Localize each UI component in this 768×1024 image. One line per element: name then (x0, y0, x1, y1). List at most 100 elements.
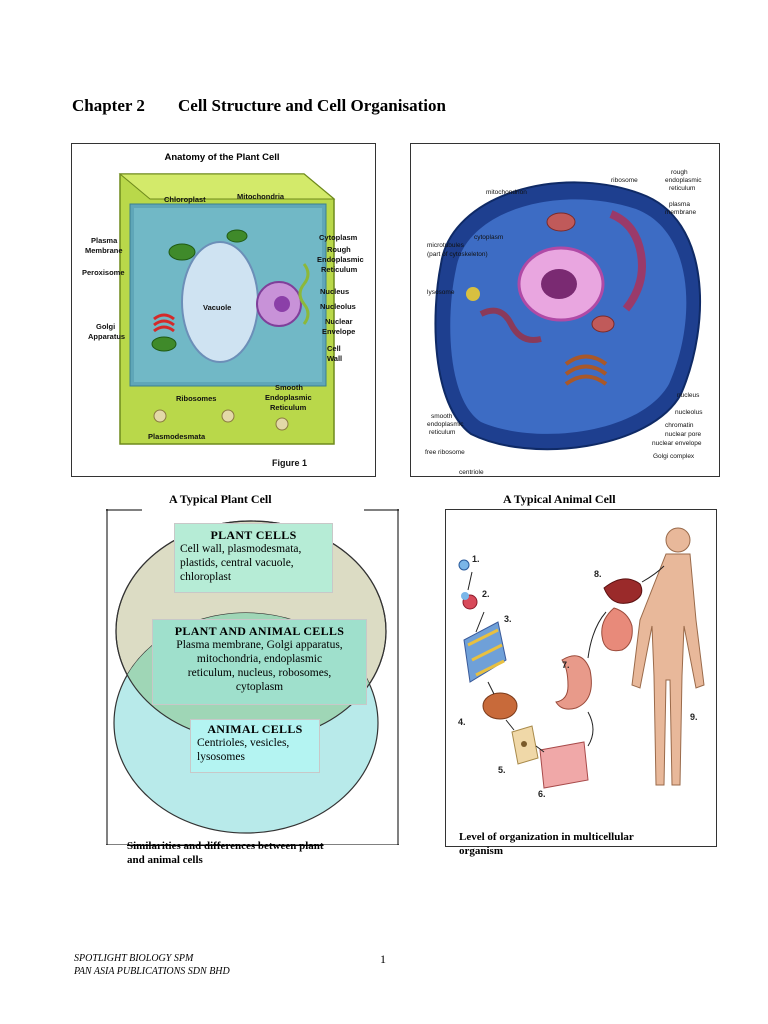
shared-cells-line-3: reticulum, nucleus, robosomes, (187, 667, 332, 679)
page-number: 1 (380, 952, 386, 966)
footer-publisher: PAN ASIA PUBLICATIONS SDN BHD (74, 966, 230, 977)
label-smooth-er-3: reticulum (429, 429, 455, 436)
level-9-label: 9. (690, 712, 698, 722)
label-cell-wall-1: Cell (327, 344, 341, 353)
macromolecule-stripes (467, 628, 505, 677)
venn-panel: PLANT CELLS Cell wall, plasmodesmata, pl… (106, 509, 399, 845)
label-vacuole: Vacuole (203, 303, 231, 312)
label-nuclear-envelope-1: Nuclear (325, 317, 353, 326)
shared-cells-heading: PLANT AND ANIMAL CELLS (174, 624, 345, 638)
footer: SPOTLIGHT BIOLOGY SPM PAN ASIA PUBLICATI… (74, 952, 230, 978)
organelle-shape (482, 692, 518, 720)
shared-cells-box: PLANT AND ANIMAL CELLS Plasma membrane, … (152, 619, 367, 705)
molecule-atom (461, 592, 469, 600)
level-4-label: 4. (458, 717, 466, 727)
label-ribosome: ribosome (611, 177, 638, 184)
venn-caption-line-2: and animal cells (127, 854, 203, 866)
label-smooth-er-2: endoplasmic (427, 421, 464, 428)
label-plasma-membrane-1: Plasma (91, 236, 118, 245)
plant-cells-line-2: plastids, central vacuole, (180, 557, 294, 569)
organization-illustration: 1. 2. 3. 4. 5. 6. 7. 8. 9. (458, 527, 705, 799)
shared-cells-line-4: cytoplasm (235, 681, 284, 693)
animal-cells-line-1: Centrioles, vesicles, (197, 737, 290, 749)
organization-caption-line-2: organism (459, 845, 503, 857)
mitochondrion-shape (591, 315, 615, 333)
level-8-label: 8. (594, 569, 602, 579)
plant-figure-title: Anatomy of the Plant Cell (164, 152, 279, 163)
venn-caption-line-1: Similarities and differences between pla… (127, 840, 324, 852)
plant-cell-caption: A Typical Plant Cell (169, 492, 272, 506)
plasmodesmata-shape (275, 417, 289, 431)
label-nucleolus: Nucleolus (320, 302, 356, 311)
label-smooth-er-2: Endoplasmic (265, 393, 312, 402)
label-nucleus: nucleus (677, 392, 700, 399)
plant-cells-line-3: chloroplast (180, 571, 232, 583)
label-microtubules-2: (part of cytoskeleton) (427, 251, 488, 258)
label-centriole: centriole (459, 469, 484, 476)
organ-shape (555, 655, 592, 710)
label-cell-wall-2: Wall (327, 354, 342, 363)
label-smooth-er-3: Reticulum (270, 403, 307, 412)
rough-er-shape (298, 263, 310, 325)
label-rough-er-2: endoplasmic (665, 177, 702, 184)
label-lysosome: lysosome (427, 289, 455, 296)
shared-cells-line-1: Plasma membrane, Golgi apparatus, (176, 639, 343, 651)
label-chloroplast: Chloroplast (164, 195, 206, 204)
level-1-label: 1. (472, 554, 480, 564)
label-nucleolus: nucleolus (675, 409, 703, 416)
label-nuclear-pore: nuclear pore (665, 431, 702, 438)
golgi-shape (564, 354, 608, 386)
organization-caption-line-1: Level of organization in multicellular (459, 831, 634, 843)
chloroplast-shape (168, 243, 196, 261)
cell-nucleus (521, 741, 527, 747)
label-microtubules-1: microtubules (427, 242, 465, 249)
flow-arrows (467, 565, 665, 753)
shared-cells-line-2: mitochondria, endoplasmic (196, 653, 323, 665)
plasmodesmata-shape (221, 409, 235, 423)
plant-cell-illustration: Anatomy of the Plant Cell Chloroplast Mi… (82, 152, 364, 468)
lysosome-shape (466, 287, 480, 301)
chloroplast-shape (226, 229, 248, 243)
label-cytoplasm: Cytoplasm (319, 233, 358, 242)
atom-shape (458, 559, 470, 571)
level-3-label: 3. (504, 614, 512, 624)
tissue-shape (539, 741, 589, 789)
animal-cells-box: ANIMAL CELLS Centrioles, vesicles, lysos… (190, 719, 320, 773)
plant-cells-heading: PLANT CELLS (210, 528, 297, 542)
chapter-title: Cell Structure and Cell Organisation (178, 96, 446, 115)
label-golgi-2: Apparatus (88, 332, 125, 341)
animal-cells-heading: ANIMAL CELLS (207, 722, 303, 736)
label-smooth-er-1: Smooth (275, 383, 303, 392)
organ-system-intestine (601, 607, 633, 652)
label-plasma-membrane-2: membrane (665, 209, 696, 216)
footer-book-title: SPOTLIGHT BIOLOGY SPM (74, 953, 194, 964)
organization-figure: 1. 2. 3. 4. 5. 6. 7. 8. 9. (445, 509, 717, 847)
label-mitochondrion: mitochondrion (486, 189, 527, 196)
venn-caption: Similarities and differences between pla… (127, 839, 377, 867)
chapter-number: Chapter 2 (72, 96, 145, 115)
golgi-shape (153, 313, 175, 333)
nucleolus-shape (274, 296, 290, 312)
level-7-label: 7. (562, 660, 570, 670)
animal-cell-caption: A Typical Animal Cell (503, 492, 616, 506)
label-golgi-1: Golgi (96, 322, 115, 331)
vacuole-shape (181, 241, 259, 363)
rough-er-shape (609, 210, 646, 312)
label-plasma-membrane-2: Membrane (85, 246, 123, 255)
animal-cells-line-2: lysosomes (197, 751, 245, 763)
animal-cell-figure: mitochondrion ribosome rough endoplasmic… (410, 143, 720, 477)
label-rough-er-1: rough (671, 169, 688, 176)
chloroplast-shape (151, 336, 177, 352)
label-rough-er-3: reticulum (669, 185, 695, 192)
label-nuclear-envelope: nuclear envelope (652, 440, 702, 447)
level-2-label: 2. (482, 589, 490, 599)
label-nucleus: Nucleus (320, 287, 349, 296)
smooth-er-shape (479, 307, 542, 343)
plasmodesmata-shape (153, 409, 167, 423)
plant-cell-figure: Anatomy of the Plant Cell Chloroplast Mi… (71, 143, 376, 477)
plant-cells-line-1: Cell wall, plasmodesmata, (180, 543, 302, 555)
label-rough-er-3: Reticulum (321, 265, 358, 274)
label-ribosomes: Ribosomes (176, 394, 216, 403)
chapter-heading: Chapter 2 Cell Structure and Cell Organis… (72, 96, 446, 116)
label-chromatin: chromatin (665, 422, 694, 429)
